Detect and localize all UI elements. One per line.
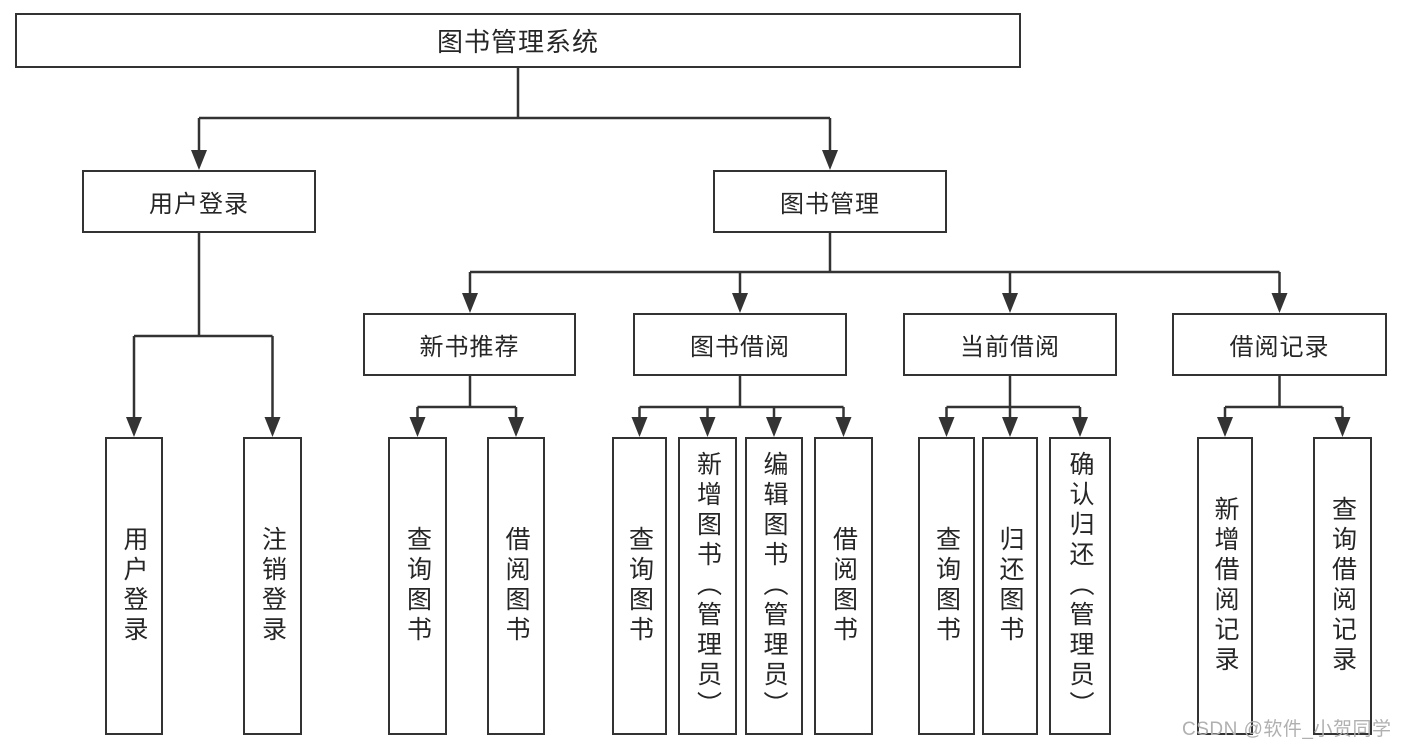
node-borrowing-records: 借阅记录 (1172, 313, 1387, 376)
node-book-management: 图书管理 (713, 170, 947, 233)
arrow-down-icon (835, 417, 852, 437)
leaf-label: 注销登录 (258, 526, 287, 646)
leaf-confirm-return-admin: 确认归还（管理员） (1049, 437, 1111, 735)
leaf-query-borrow-record: 查询借阅记录 (1313, 437, 1372, 735)
arrow-down-icon (191, 150, 207, 170)
node-label: 借阅记录 (1229, 334, 1330, 361)
node-root-label: 图书管理系统 (436, 27, 599, 57)
leaf-label: 查询图书 (932, 526, 961, 646)
leaf-add-books-admin: 新增图书（管理员） (678, 437, 737, 735)
leaf-return-books: 归还图书 (982, 437, 1038, 735)
leaf-label: 新增图书（管理员） (693, 451, 722, 721)
arrow-down-icon (699, 417, 716, 437)
node-label: 图书管理 (780, 191, 880, 218)
leaf-logout: 注销登录 (243, 437, 302, 735)
leaf-label: 编辑图书（管理员） (760, 451, 788, 721)
leaf-label: 归还图书 (996, 526, 1024, 646)
node-label: 图书借阅 (690, 334, 790, 361)
arrow-down-icon (631, 417, 648, 437)
arrow-down-icon (822, 150, 838, 170)
leaf-label: 借阅图书 (502, 526, 530, 646)
node-label: 当前借阅 (960, 334, 1060, 361)
leaf-label: 确认归还（管理员） (1066, 451, 1094, 721)
arrow-down-icon (1002, 293, 1018, 313)
node-user-login: 用户登录 (82, 170, 316, 233)
leaf-label: 查询图书 (403, 526, 432, 646)
connector-book-management-to-level3 (462, 233, 1288, 313)
arrow-down-icon (126, 417, 142, 437)
node-new-book-recommendation: 新书推荐 (363, 313, 576, 376)
leaf-borrow-books-recommend: 借阅图书 (487, 437, 545, 735)
leaf-query-books-recommend: 查询图书 (388, 437, 447, 735)
leaf-add-borrow-record: 新增借阅记录 (1197, 437, 1253, 735)
leaf-label: 查询借阅记录 (1328, 496, 1357, 676)
connector-borrow-records-to-leaves (1217, 376, 1351, 437)
connector-book-borrow-to-leaves (631, 376, 852, 437)
connector-root-to-level2 (191, 68, 838, 170)
leaf-label: 用户登录 (120, 526, 148, 646)
leaf-user-login: 用户登录 (105, 437, 163, 735)
arrow-down-icon (938, 417, 955, 437)
leaf-query-books-current: 查询图书 (918, 437, 975, 735)
connector-current-borrow-to-leaves (938, 376, 1088, 437)
connector-user-login-to-leaves (126, 233, 281, 437)
node-book-borrowing: 图书借阅 (633, 313, 847, 376)
connector-new-book-to-leaves (409, 376, 524, 437)
arrow-down-icon (264, 417, 281, 437)
node-label: 新书推荐 (419, 334, 520, 361)
arrow-down-icon (409, 417, 426, 437)
arrow-down-icon (766, 417, 782, 437)
arrow-down-icon (1002, 417, 1018, 437)
arrow-down-icon (1334, 417, 1351, 437)
leaf-edit-books-admin: 编辑图书（管理员） (745, 437, 803, 735)
leaf-borrow-books: 借阅图书 (814, 437, 873, 735)
arrow-down-icon (508, 417, 524, 437)
arrow-down-icon (1217, 417, 1233, 437)
node-label: 用户登录 (149, 191, 249, 218)
leaf-query-books-borrow: 查询图书 (612, 437, 667, 735)
arrow-down-icon (462, 293, 478, 313)
leaf-label: 借阅图书 (829, 526, 858, 646)
leaf-label: 查询图书 (625, 526, 654, 646)
csdn-watermark: CSDN @软件_小贺同学 (1182, 719, 1392, 740)
node-root: 图书管理系统 (15, 13, 1021, 68)
arrow-down-icon (1271, 293, 1288, 313)
arrow-down-icon (732, 293, 748, 313)
arrow-down-icon (1072, 417, 1088, 437)
leaf-label: 新增借阅记录 (1211, 496, 1239, 676)
node-current-borrowing: 当前借阅 (903, 313, 1117, 376)
